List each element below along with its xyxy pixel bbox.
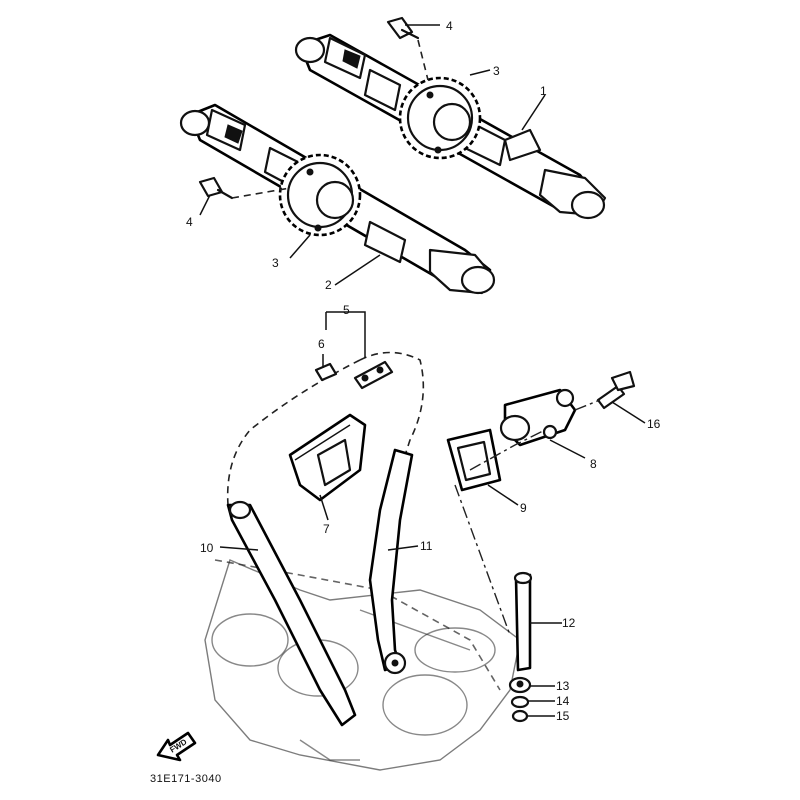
catalog-code: 31E171-3040 xyxy=(150,773,222,785)
cam-sprocket-lower xyxy=(278,153,362,237)
chain-guide-front xyxy=(226,500,357,727)
chain-guide-rear xyxy=(368,448,414,675)
callout-13: 13 xyxy=(556,679,570,693)
callout-11: 11 xyxy=(420,539,433,553)
chain-tensioner xyxy=(499,388,577,447)
washer-13 xyxy=(508,676,532,694)
callout-4-lower: 4 xyxy=(186,215,193,229)
callout-2: 2 xyxy=(325,278,332,292)
callout-3-upper: 3 xyxy=(493,64,500,78)
washer-15 xyxy=(511,709,529,723)
callout-16: 16 xyxy=(647,417,661,431)
cylinder-head-outline xyxy=(204,559,521,771)
callout-3-lower: 3 xyxy=(272,256,279,270)
callouts: 1 2 3 3 4 4 5 6 7 8 9 10 11 12 13 14 15 … xyxy=(186,19,661,723)
washer-14 xyxy=(510,695,530,709)
callout-15: 15 xyxy=(556,709,570,723)
chain-link-plate xyxy=(314,362,338,382)
callout-14: 14 xyxy=(556,694,570,708)
callout-5: 5 xyxy=(343,303,350,317)
camshaft-intake xyxy=(294,33,607,220)
tensioner-gasket xyxy=(446,428,502,492)
tensioner-bolt xyxy=(596,370,636,410)
chain-guide-top xyxy=(288,413,367,502)
leader-lines xyxy=(199,24,646,717)
callout-6: 6 xyxy=(318,337,325,351)
sprocket-bolt-upper xyxy=(386,16,429,81)
sprocket-bolt-lower xyxy=(198,176,291,200)
callout-10: 10 xyxy=(200,541,214,555)
cam-sprocket-upper xyxy=(398,76,482,160)
callout-12: 12 xyxy=(562,616,576,630)
callout-4-upper: 4 xyxy=(446,19,453,33)
front-direction-arrow: FWD xyxy=(156,731,197,762)
chain-joint xyxy=(353,360,394,390)
callout-9: 9 xyxy=(520,501,527,515)
callout-7: 7 xyxy=(323,522,330,536)
callout-1: 1 xyxy=(540,84,547,98)
guide-stopper-bolt xyxy=(513,571,533,672)
callout-8: 8 xyxy=(590,457,597,471)
